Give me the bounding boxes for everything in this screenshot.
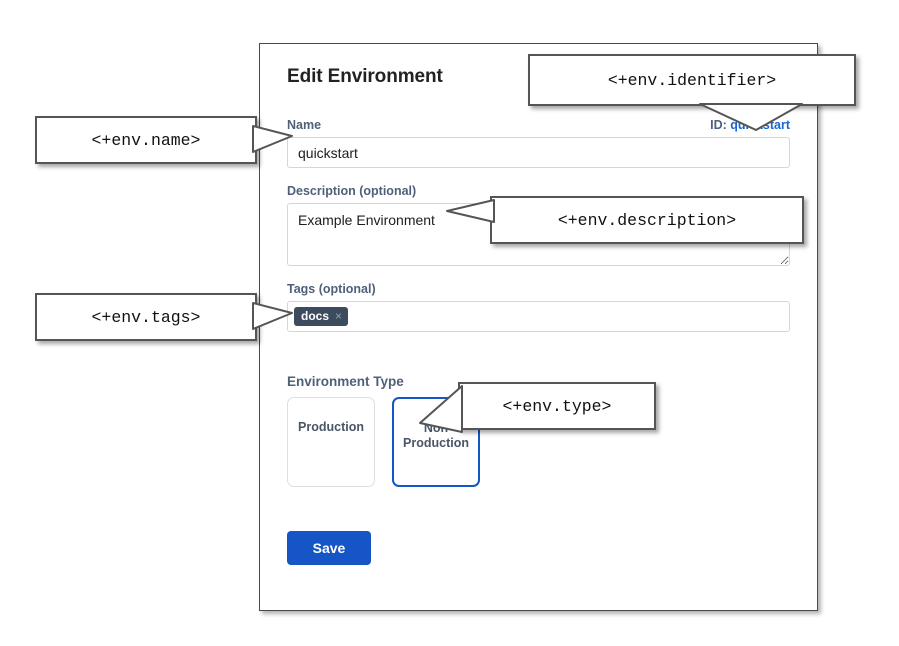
callout-tail-type bbox=[419, 385, 463, 433]
callout-env-identifier-text: <+env.identifier> bbox=[607, 70, 777, 90]
callout-env-type: <+env.type> bbox=[458, 382, 656, 430]
callout-tail-tags bbox=[252, 302, 293, 330]
page-title: Edit Environment bbox=[287, 66, 443, 87]
callout-env-name: <+env.name> bbox=[35, 116, 257, 164]
callout-tail-name bbox=[252, 125, 293, 153]
callout-env-tags-text: <+env.tags> bbox=[91, 307, 201, 327]
save-button[interactable]: Save bbox=[287, 531, 371, 565]
name-input[interactable] bbox=[287, 137, 790, 168]
environment-type-label: Environment Type bbox=[287, 374, 404, 389]
name-label: Name bbox=[287, 118, 322, 132]
callout-env-tags: <+env.tags> bbox=[35, 293, 257, 341]
callout-env-description: <+env.description> bbox=[490, 196, 804, 244]
tags-field-group: Tags (optional) docs × bbox=[287, 282, 790, 332]
callout-env-name-text: <+env.name> bbox=[91, 130, 201, 150]
name-field-group: Name ID: quickstart bbox=[287, 118, 790, 168]
environment-type-option-label: Production bbox=[298, 420, 364, 434]
id-prefix-label: ID: bbox=[710, 118, 727, 132]
description-label: Description (optional) bbox=[287, 184, 417, 198]
callout-env-identifier: <+env.identifier> bbox=[528, 54, 856, 106]
callout-tail-identifier bbox=[699, 103, 803, 131]
tag-remove-icon[interactable]: × bbox=[335, 309, 343, 323]
callout-env-description-text: <+env.description> bbox=[557, 210, 737, 230]
environment-type-option-production[interactable]: Production bbox=[287, 397, 375, 487]
tag-chip-label: docs bbox=[301, 309, 330, 323]
tags-input[interactable]: docs × bbox=[287, 301, 790, 332]
callout-tail-description bbox=[446, 199, 495, 223]
tag-chip[interactable]: docs × bbox=[294, 307, 349, 326]
callout-env-type-text: <+env.type> bbox=[502, 396, 612, 416]
tags-label: Tags (optional) bbox=[287, 282, 376, 296]
